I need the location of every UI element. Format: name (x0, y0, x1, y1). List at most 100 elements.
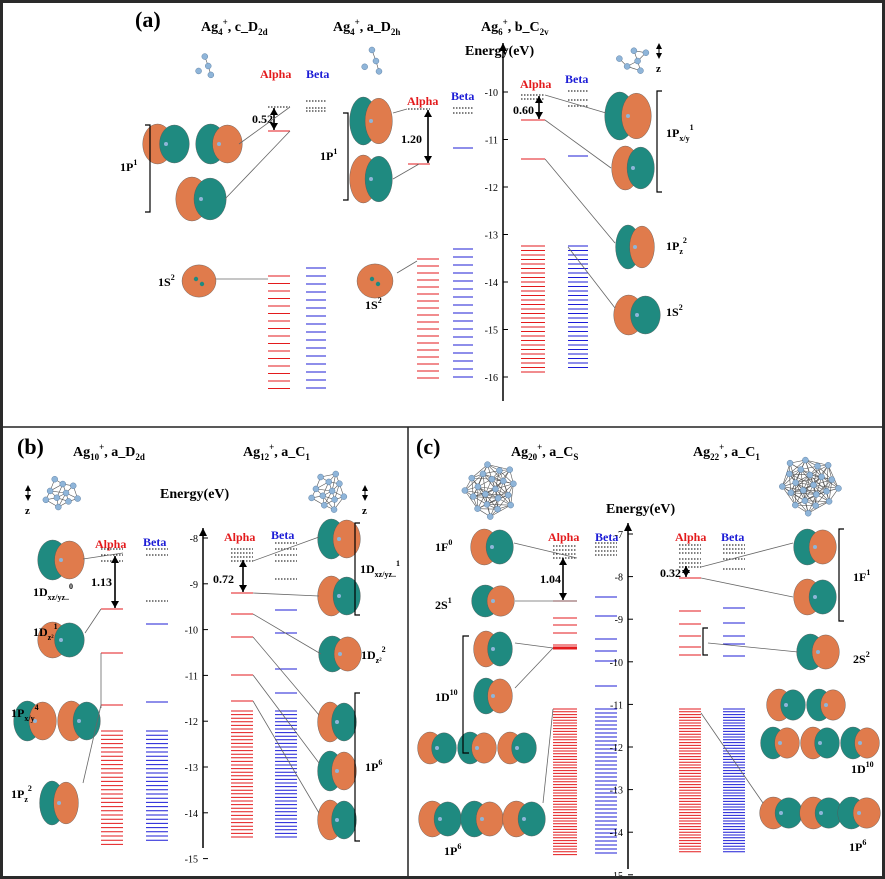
b-c2-orbital-p1 (317, 701, 357, 743)
c-c2-structure-atom (824, 462, 832, 469)
c-c2-structure-bond (790, 492, 809, 514)
c-c1-orbital-d1 (473, 630, 513, 668)
c-c2-structure (779, 456, 842, 517)
c-c2-title-main: Ag (693, 445, 710, 460)
c-axis-tick-label: -7 (615, 530, 623, 541)
c-axis-tick-label: -13 (610, 786, 623, 797)
c-c2-orbital-2s-atom (816, 650, 820, 654)
a-c1-label-1p-sup: 1 (133, 158, 137, 167)
c-c1-conn (513, 542, 578, 559)
b-c1-conn (82, 552, 124, 560)
b-c1-structure-atom (42, 496, 50, 504)
b-c2-label-1p: 1P6 (365, 758, 382, 774)
a-c2-orbital-p2-atom (369, 177, 373, 181)
a-axis-tick-label: -10 (485, 88, 498, 99)
c-c1-label-1d-sup: 10 (450, 688, 458, 697)
b-c1-structure-atom (55, 503, 62, 511)
c-c2-alpha-label: Alpha (675, 530, 706, 544)
panel-b-energy-label: Energy(eV) (160, 487, 230, 502)
c-c1-orbital-d5 (497, 731, 537, 765)
c-c2-orbital-d1-atom (784, 703, 788, 707)
a-c2-title-rest: , a_D (360, 20, 391, 35)
a-c3-conn (544, 158, 616, 244)
c-c1-orbital-d3-atom (435, 746, 439, 750)
c-c2-structure-bond (808, 501, 830, 514)
c-c1-label-1p-main: 1P (444, 844, 457, 858)
c-c2-structure-atom (786, 470, 793, 478)
c-c2-title-sub: 22 (710, 452, 720, 462)
a-c1-label-1s-main: 1S (158, 275, 171, 289)
c-c2-label-1d: 1D10 (851, 760, 874, 776)
c-c2-orbital-p3-atom (857, 811, 861, 815)
c-c2-structure-atom (814, 462, 821, 470)
b-c2-label-1p-main: 1P (365, 760, 378, 774)
a-axis-arrowhead (499, 43, 507, 51)
a-c2-label-1p: 1P1 (320, 147, 337, 163)
b-c1-label-1pxy-sub: x/y (24, 714, 34, 723)
c-c1-structure-atom (492, 485, 499, 493)
c-c1-orbital-p3 (502, 800, 546, 838)
c-axis-tick-label: -9 (615, 615, 623, 626)
b-c2-label-1dz2: 1Dz²2 (361, 645, 386, 665)
c-c1-structure-atom (506, 466, 513, 473)
a-c3-label-1s-main: 1S (666, 305, 679, 319)
c-c1-structure-atom (496, 467, 503, 474)
a-c3-structure-atom (637, 67, 644, 74)
c-c1-orbital-p2 (460, 800, 504, 838)
c-axis-tick-label: -14 (610, 828, 623, 839)
a-c1-orbital-p1-lobe (159, 124, 190, 164)
c-c2-structure-bond (804, 474, 811, 501)
b-c1-label-1pxy-main: 1P (11, 706, 24, 720)
c-c1-orbital-1f (470, 528, 514, 566)
b-c1-orbital-dz2-lobe (54, 622, 85, 658)
c-c2-orbital-d4-atom (818, 741, 822, 745)
c-c2-structure-bond (804, 500, 830, 502)
c-c1-structure-bond (482, 473, 496, 490)
a-c1-title-sup: + (223, 17, 228, 27)
a-c1-orbital-p3-lobe (193, 177, 227, 221)
panel-c-label: (c) (416, 434, 440, 459)
a-c3-structure-atom (616, 55, 623, 62)
a-c3-label-1pxy: 1Px/y1 (666, 123, 694, 143)
b-c1-beta-label: Beta (143, 535, 166, 549)
b-c2-title-rest: , a_C (274, 445, 305, 460)
b-c2-structure-atom (308, 494, 315, 502)
a-c1-structure-atom (201, 53, 209, 60)
c-c1-conn (542, 708, 554, 804)
b-c1-label-1dz2: 1Dz²1 (33, 622, 58, 642)
c-c1-title-sub: 20 (528, 452, 538, 462)
c-c2-orbital-d3-lobe (774, 727, 800, 759)
b-c1-gap-head-top (111, 556, 119, 563)
c-c1-structure-atom (479, 470, 487, 478)
b-c1-orbital-dz2 (37, 621, 85, 659)
c-c2-orbital-d2-atom (824, 703, 828, 707)
b-c1-orbital-pxy1-atom (33, 719, 37, 723)
c-c2-orbital-f1-atom (813, 545, 817, 549)
a-c3-orbital-p1-lobe (621, 92, 652, 139)
a-c2-structure-atom (372, 57, 380, 65)
b-c1-orbital-pz-lobe (53, 781, 79, 825)
c-c2-structure-bond (795, 482, 806, 501)
b-c2-orbital-dz2 (318, 635, 362, 673)
b-c2-1p-bracket (354, 692, 360, 842)
b-c1-label-1dz2-main: 1D (33, 625, 48, 639)
b-c2-orbital-p3 (317, 799, 357, 841)
b-c2-structure-atom (336, 480, 343, 487)
c-c1-beta-label: Beta (595, 530, 618, 544)
b-c2-beta-label: Beta (271, 528, 294, 542)
c-c1-label-1f-main: 1F (435, 540, 448, 554)
a-c3-title-rest-sub: 2v (540, 27, 550, 37)
c-c2-orbital-d1-lobe (780, 689, 806, 721)
b-c1-structure-atom (59, 480, 66, 488)
a-c3-label-1pxy-sub: x/y (679, 134, 689, 143)
b-c1-orbital-pz-atom (57, 801, 61, 805)
b-c2-orbital-dz2-atom (338, 652, 342, 656)
b-c2-gap-head-top (239, 560, 247, 567)
c-c1-label-1f: 1F0 (435, 538, 452, 554)
a-c2-gap-value: 1.20 (401, 132, 422, 146)
a-c2-orbital-p1-lobe (364, 97, 393, 144)
b-c2-orbital-p1-atom (335, 720, 339, 724)
b-c2-title-rest-sub: 1 (305, 452, 310, 462)
c-c2-title: Ag22+, a_C1 (693, 442, 760, 462)
